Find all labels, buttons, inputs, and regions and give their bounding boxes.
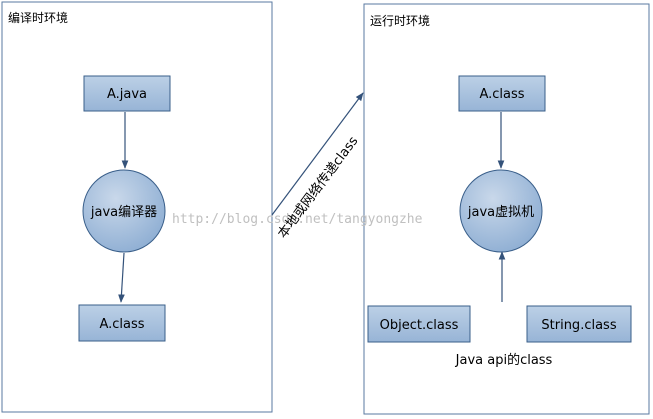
- runtime-env-title: 运行时环境: [370, 13, 430, 28]
- compile-env-title: 编译时环境: [8, 10, 68, 25]
- api-class-object-label: Object.class: [380, 318, 459, 333]
- watermark-text: http://blog.csdn.net/tangyongzhe: [172, 212, 423, 227]
- output-file-box: [78, 304, 166, 342]
- arrow-compiler-to-output: [118, 252, 125, 303]
- api-class-string-label: String.class: [541, 318, 616, 333]
- api-class-object-box: [367, 305, 471, 343]
- api-class-string-box: [526, 305, 632, 343]
- source-file-label: A.java: [107, 87, 147, 102]
- compiler-node: [82, 169, 166, 253]
- source-file-box: [83, 75, 171, 112]
- class-file-box: [458, 75, 546, 112]
- compiler-label: java编译器: [90, 205, 157, 220]
- transfer-arrow: [271, 92, 364, 216]
- jvm-label: java虚拟机: [467, 205, 534, 220]
- output-file-label: A.class: [99, 317, 144, 332]
- class-file-label: A.class: [479, 87, 524, 102]
- api-group-label: Java api的class: [455, 352, 553, 368]
